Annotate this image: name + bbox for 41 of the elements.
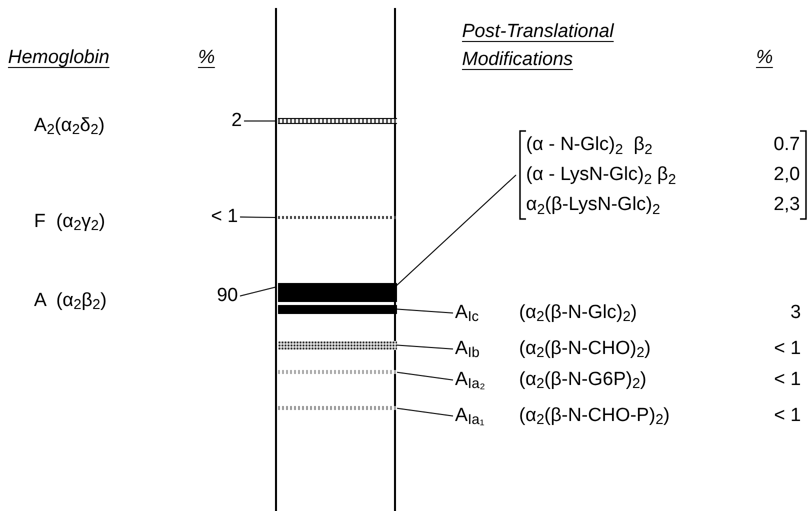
chain-formula: (α - LysN-Glc)$_{2}$ β$_{2}$ (526, 163, 678, 190)
chain-formula: (α$_{2}$(β-N-CHO-P)$_{2}$) (519, 404, 671, 430)
chain-formula: (α$_{2}$(β-N-G6P)$_{2}$) (519, 368, 648, 394)
percent-value: < 1 (774, 404, 801, 428)
chain-formula: (α$_{2}$(β-N-CHO)$_{2}$) (519, 336, 652, 364)
variant-name: A$_{Ia₁}$ (455, 404, 486, 430)
percent-value: < 1 (774, 336, 801, 361)
percent-value: < 1 (211, 204, 238, 229)
leader-line (244, 120, 276, 122)
percent-value: 2 (231, 108, 242, 133)
percent-value: < 1 (774, 368, 801, 392)
percent-value: 90 (216, 284, 238, 308)
chain-formula: (α - N-Glc)$_{2}$ β$_{2}$ (526, 133, 654, 160)
band (278, 341, 397, 350)
band (278, 283, 397, 302)
gel-column (275, 8, 396, 511)
chain-formula: α$_{2}$(β-LysN-Glc)$_{2}$ (526, 193, 662, 220)
leader-line (240, 286, 276, 296)
column-heading: % (756, 46, 773, 70)
hemoglobin-name: A (α$_{2}$β$_{2}$) (34, 288, 107, 315)
variant-name: A$_{Ic}$ (455, 300, 480, 328)
percent-value: 2,3 (774, 193, 800, 217)
band (278, 406, 397, 410)
band (278, 370, 397, 374)
percent-value: 3 (790, 300, 801, 325)
percent-value: 0.7 (774, 133, 800, 157)
band (278, 305, 397, 314)
variant-name: A$_{Ia₂}$ (455, 368, 486, 394)
leader-line (240, 216, 276, 218)
leader-line (394, 408, 454, 416)
hemoglobin-name: F (α$_{2}$γ$_{2}$) (34, 210, 106, 236)
column-heading: Hemoglobin (8, 46, 110, 70)
variant-name: A$_{Ib}$ (455, 336, 481, 364)
band (278, 118, 397, 124)
band (278, 216, 397, 219)
leader-line (394, 372, 454, 380)
percent-value: 2,0 (774, 163, 800, 187)
hemoglobin-name: A$_{2}$(α$_{2}$δ$_{2}$) (34, 114, 105, 140)
column-heading: % (198, 46, 215, 70)
column-heading: Post-Translational Modifications (462, 20, 615, 72)
chain-formula: (α$_{2}$(β-N-Glc)$_{2}$) (519, 300, 638, 328)
